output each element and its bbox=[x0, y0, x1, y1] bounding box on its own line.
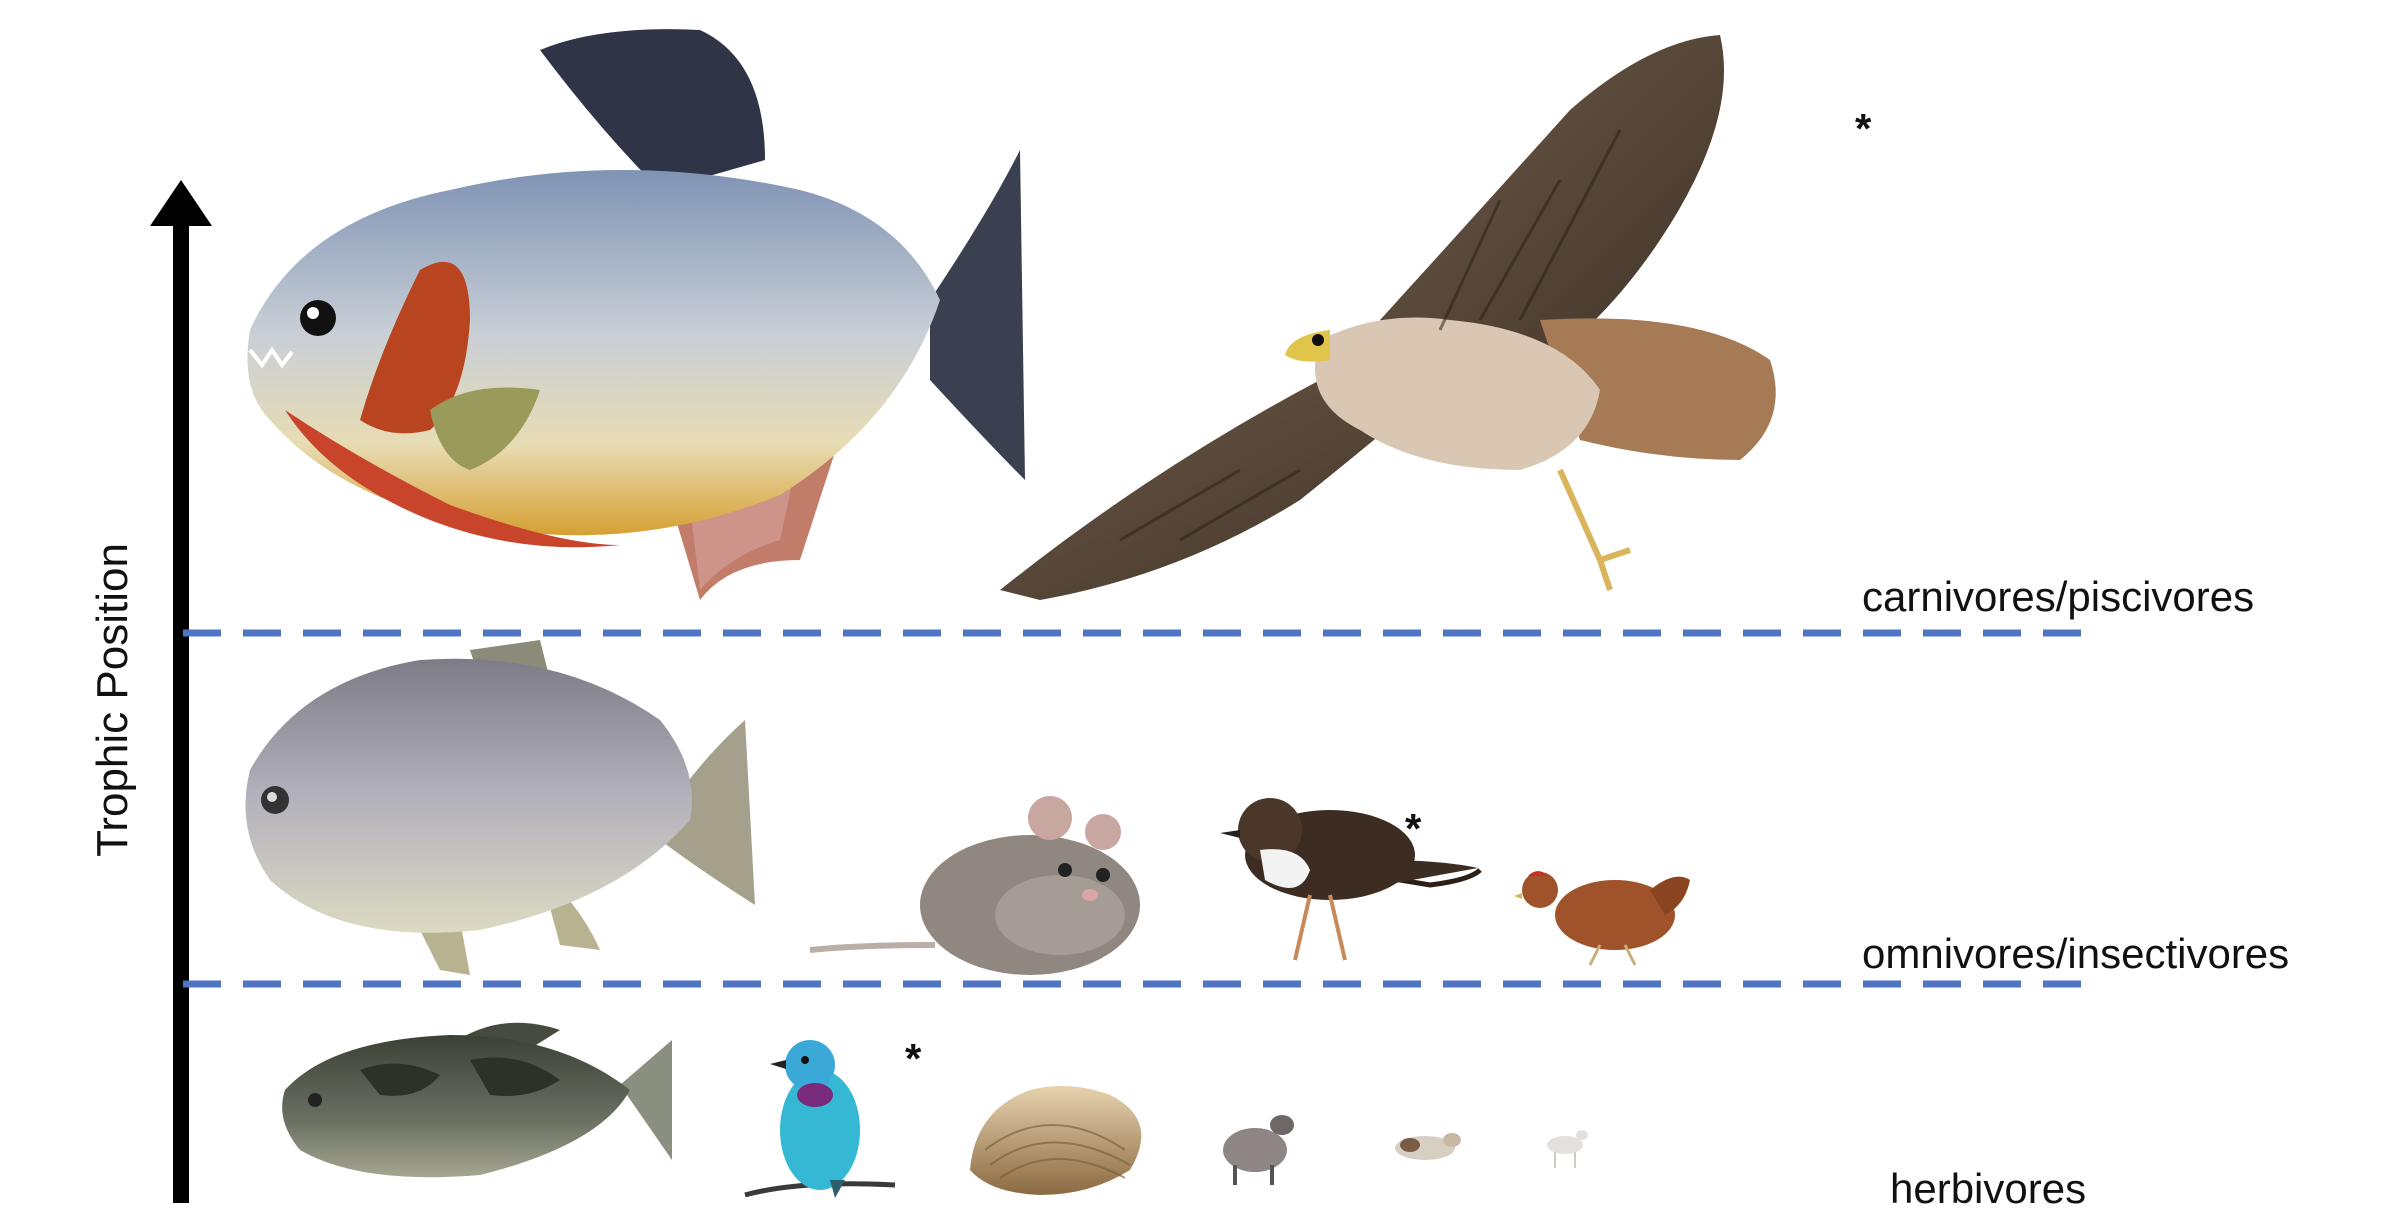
tier-label-carnivores: carnivores/piscivores bbox=[1862, 573, 2254, 621]
cotinga-illustration bbox=[745, 1040, 895, 1198]
cattle-illustration bbox=[1395, 1133, 1461, 1160]
herbivore-fish-illustration bbox=[282, 1023, 672, 1177]
cotinga-asterisk: * bbox=[905, 1035, 921, 1083]
axis-title: Trophic Position bbox=[88, 543, 138, 857]
trophic-axis-arrow bbox=[150, 180, 212, 1203]
dipper-illustration bbox=[1220, 798, 1480, 960]
tier-label-omnivores: omnivores/insectivores bbox=[1862, 930, 2289, 978]
hawk-asterisk: * bbox=[1855, 105, 1871, 153]
piranha-illustration bbox=[248, 29, 1026, 600]
chicken-illustration bbox=[1514, 871, 1690, 965]
rat-illustration bbox=[810, 796, 1140, 975]
dipper-asterisk: * bbox=[1405, 805, 1421, 853]
hawk-illustration bbox=[1000, 35, 1776, 600]
clam-illustration bbox=[970, 1086, 1141, 1195]
goat-illustration bbox=[1547, 1130, 1588, 1168]
tier-label-herbivores: herbivores bbox=[1890, 1165, 2086, 1213]
pacu-illustration bbox=[246, 640, 756, 975]
sheep-illustration bbox=[1223, 1115, 1294, 1185]
